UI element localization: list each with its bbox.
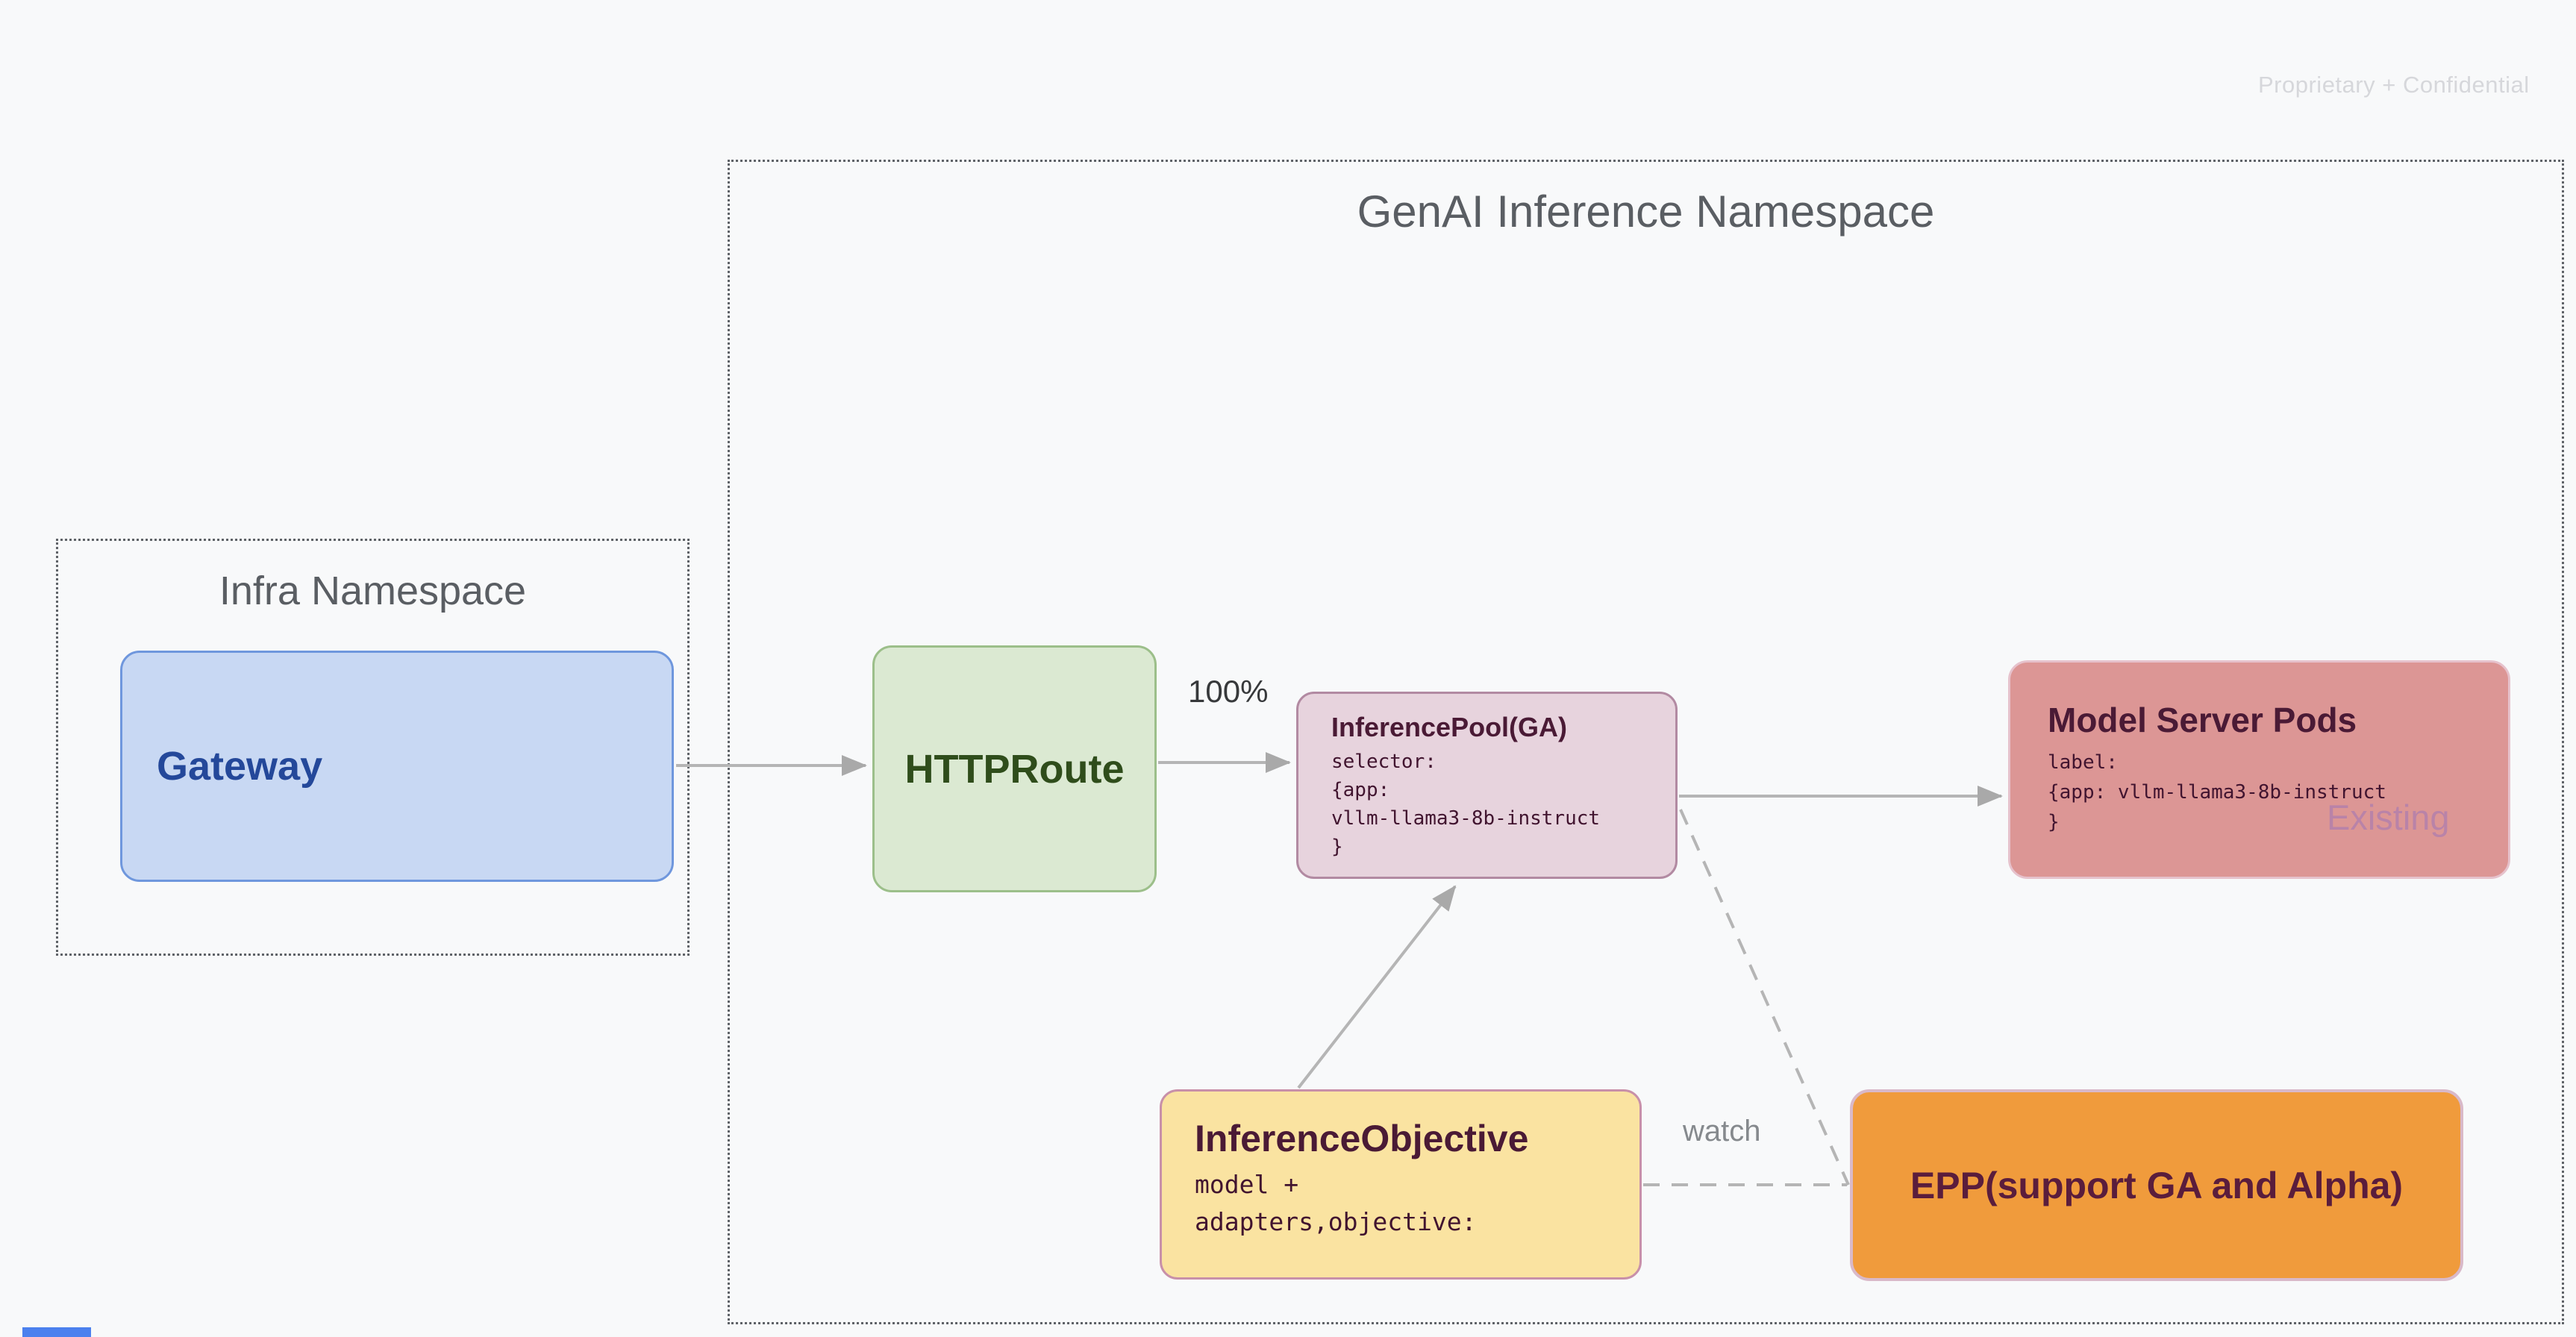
existing-watermark: Existing xyxy=(2327,798,2450,837)
inference-pool-node: InferencePool(GA) selector: {app: vllm-l… xyxy=(1296,692,1678,879)
code-line: {app: xyxy=(1331,779,1390,801)
code-line: selector: xyxy=(1331,751,1437,773)
inference-pool-title: InferencePool(GA) xyxy=(1331,712,1568,742)
infra-namespace-title: Infra Namespace xyxy=(219,569,527,613)
epp-node: EPP(support GA and Alpha) xyxy=(1850,1089,2463,1281)
inference-objective-body-block: model + adapters,objective: xyxy=(1195,1166,1639,1241)
code-line: {app: vllm-llama3-8b-instruct xyxy=(2048,781,2386,804)
code-line: vllm-llama3-8b-instruct xyxy=(1331,807,1601,830)
inference-objective-node: InferenceObjective model + adapters,obje… xyxy=(1160,1089,1642,1280)
model-server-pods-node: Model Server Pods label: {app: vllm-llam… xyxy=(2008,660,2510,879)
epp-label: EPP(support GA and Alpha) xyxy=(1910,1164,2404,1206)
inference-pool-selector-block: selector: {app: vllm-llama3-8b-instruct … xyxy=(1331,748,1675,861)
gateway-label: Gateway xyxy=(157,744,323,789)
gateway-node: Gateway xyxy=(120,651,674,882)
code-line: label: xyxy=(2048,751,2118,774)
genai-namespace-title: GenAI Inference Namespace xyxy=(1357,187,1935,237)
watch-label: watch xyxy=(1683,1115,1761,1147)
model-server-pods-title: Model Server Pods xyxy=(2048,701,2357,739)
traffic-weight-label: 100% xyxy=(1188,674,1269,709)
bottom-left-blue-bar xyxy=(22,1327,91,1337)
code-line: } xyxy=(1331,836,1343,858)
genai-namespace-box: GenAI Inference Namespace xyxy=(728,160,2564,1324)
httproute-node: HTTPRoute xyxy=(872,645,1157,892)
code-line: adapters,objective: xyxy=(1195,1207,1477,1236)
confidentiality-watermark: Proprietary + Confidential xyxy=(2258,72,2530,98)
model-server-pods-label-block: label: {app: vllm-llama3-8b-instruct } xyxy=(2048,748,2508,837)
infra-namespace-box: Infra Namespace xyxy=(56,539,690,956)
code-line: } xyxy=(2048,811,2060,833)
code-line: model + xyxy=(1195,1170,1299,1199)
httproute-label: HTTPRoute xyxy=(904,746,1125,792)
inference-objective-title: InferenceObjective xyxy=(1195,1118,1529,1159)
